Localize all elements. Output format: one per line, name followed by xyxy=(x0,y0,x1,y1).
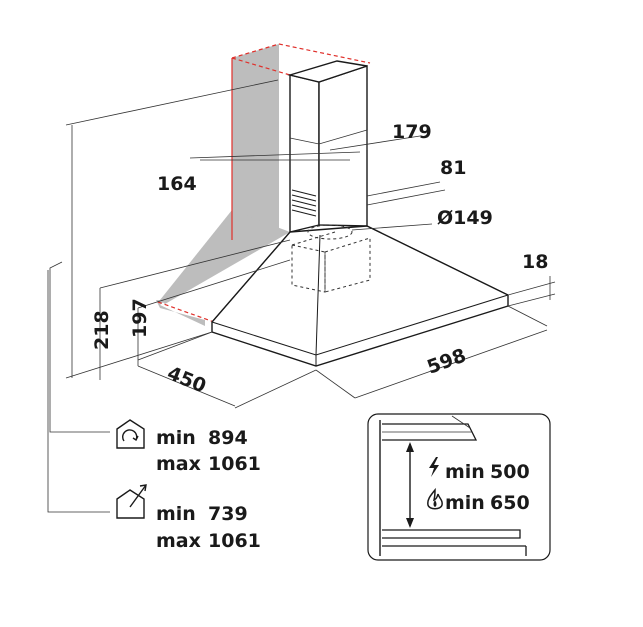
extract-min-label: min xyxy=(156,503,196,525)
clearance-inset xyxy=(367,413,551,561)
dim-chimney-depth: 164 xyxy=(157,173,197,195)
recirc-min-label: min xyxy=(156,427,196,449)
dim-chimney-width: 179 xyxy=(392,121,432,143)
house-extraction-icon xyxy=(116,484,147,519)
chimney xyxy=(287,60,368,233)
dim-outlet-diameter: Ø149 xyxy=(437,207,493,229)
dimension-lines xyxy=(47,79,556,513)
wall-shading xyxy=(156,44,290,326)
recirc-min-value: 894 xyxy=(208,427,248,449)
electric-clearance-label: min xyxy=(445,461,485,483)
lightning-icon xyxy=(429,457,439,477)
electric-clearance-value: 500 xyxy=(490,461,530,483)
extract-max-label: max xyxy=(156,530,201,552)
extract-max-value: 1061 xyxy=(208,530,261,552)
dim-outlet-offset: 81 xyxy=(440,157,466,179)
chimney-vent-slots xyxy=(291,189,317,217)
dim-canopy-height: 197 xyxy=(129,298,151,338)
gas-clearance-value: 650 xyxy=(490,492,530,514)
dim-width: 598 xyxy=(424,344,469,378)
ceiling-cut-marks xyxy=(157,43,371,323)
dim-total-height: 218 xyxy=(91,310,113,350)
flame-icon xyxy=(427,487,443,510)
house-recirculation-icon xyxy=(116,419,145,449)
recirc-max-value: 1061 xyxy=(208,453,261,475)
dim-canopy-thickness: 18 xyxy=(522,251,548,273)
dim-depth: 450 xyxy=(164,362,209,397)
extract-min-value: 739 xyxy=(208,503,248,525)
gas-clearance-label: min xyxy=(445,492,485,514)
recirc-max-label: max xyxy=(156,453,201,475)
